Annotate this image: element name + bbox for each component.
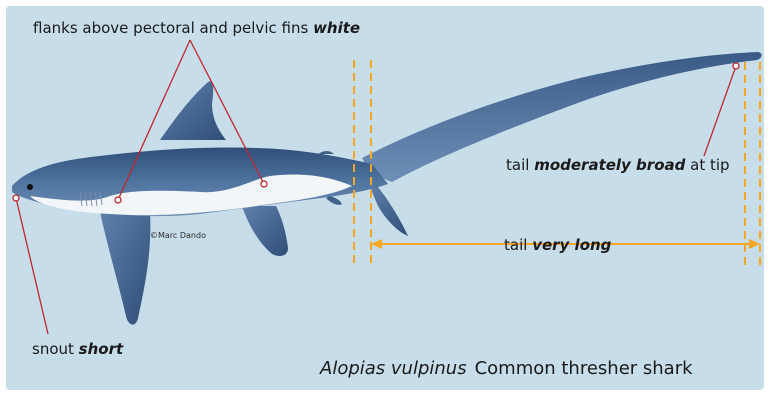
flanks-label: flanks above pectoral and pelvic fins wh… bbox=[33, 19, 360, 37]
common-name: Common thresher shark bbox=[475, 358, 693, 379]
snout-label: snout short bbox=[32, 340, 123, 358]
snout-label-text: snout bbox=[32, 340, 74, 358]
tail-tip-label: tail moderately broad at tip bbox=[506, 156, 730, 174]
second-dorsal-fin bbox=[318, 151, 334, 154]
tail-length-label-emphasis: very long bbox=[532, 236, 611, 254]
pectoral-fin bbox=[100, 209, 150, 325]
anal-fin bbox=[326, 196, 342, 205]
pelvic-fin bbox=[242, 206, 288, 256]
tail-tip-label-text: tail bbox=[506, 156, 529, 174]
flanks-label-text: flanks above pectoral and pelvic fins bbox=[33, 19, 308, 37]
tail-tip-label-suffix: at tip bbox=[690, 156, 729, 174]
snout-label-emphasis: short bbox=[79, 340, 123, 358]
eye bbox=[27, 184, 33, 190]
tail-length-label: tail very long bbox=[504, 236, 611, 254]
tail-length-label-text: tail bbox=[504, 236, 527, 254]
tail-tip-label-emphasis: moderately broad bbox=[534, 156, 685, 174]
illustration-credit: ©Marc Dando bbox=[150, 231, 206, 240]
species-caption: Alopias vulpinus Common thresher shark bbox=[320, 358, 693, 379]
scientific-name: Alopias vulpinus bbox=[320, 358, 467, 379]
flanks-label-emphasis: white bbox=[313, 19, 360, 37]
lower-caudal-lobe bbox=[370, 180, 408, 236]
